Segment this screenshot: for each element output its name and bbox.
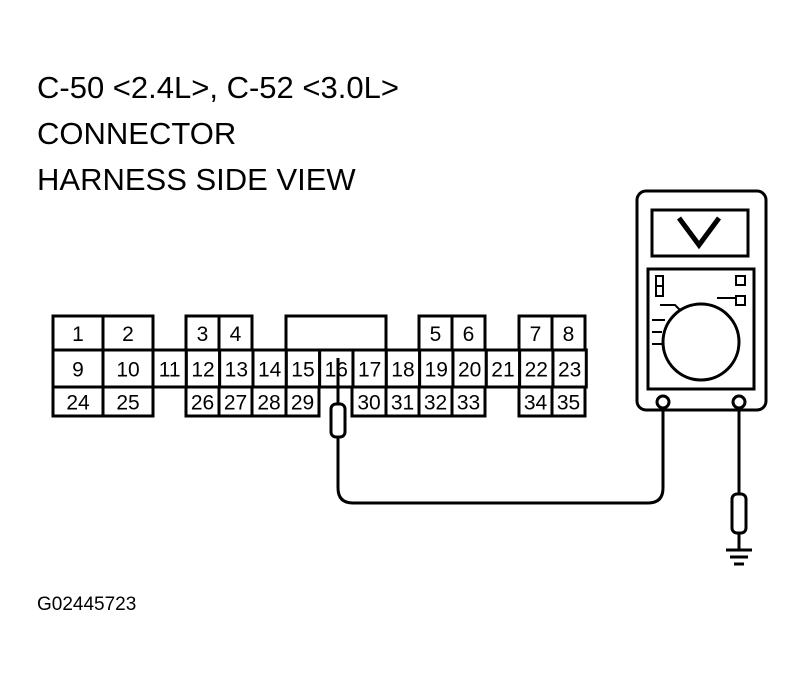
connector-pin-23: 23 (551, 348, 588, 389)
pin-number-label: 19 (425, 359, 448, 382)
pin-number-label: 7 (530, 323, 542, 346)
connector-pin-24: 24 (51, 385, 105, 418)
pin-number-label: 15 (291, 359, 314, 382)
connector-pin-35: 35 (550, 385, 587, 418)
connector-pin-4: 4 (217, 314, 254, 352)
connector-pin-30: 30 (350, 385, 388, 418)
pin-number-label: 9 (72, 359, 84, 382)
pin-number-label: 28 (257, 392, 280, 415)
connector-pin-14: 14 (251, 348, 288, 389)
figure-code: G02445723 (37, 594, 137, 615)
connector-pin-20: 20 (451, 348, 488, 389)
pin-number-label: 24 (66, 392, 90, 415)
test-wiring (336, 402, 741, 550)
connector-pin-26: 26 (184, 385, 221, 418)
pin-number-label: 17 (358, 359, 381, 382)
connector-pin-5: 5 (417, 314, 454, 352)
pin-number-label: 32 (424, 392, 447, 415)
connector-pin-7: 7 (517, 314, 554, 352)
pin-number-label: 12 (191, 359, 214, 382)
connector-pin-17: 17 (351, 348, 388, 389)
probe-wire (336, 402, 665, 505)
back-probe-icon (329, 358, 347, 439)
pin-number-label: 1 (72, 323, 84, 346)
meter-display (650, 208, 750, 258)
pin-number-label: 33 (457, 392, 480, 415)
pin-number-label: 2 (122, 323, 134, 346)
pin-number-label: 14 (258, 359, 282, 382)
pin-number-label: 31 (391, 392, 414, 415)
connector-lock-tab (284, 314, 388, 352)
pin-number-label: 29 (291, 392, 314, 415)
connector-pin-11: 11 (151, 348, 188, 389)
connector-pin-1: 1 (51, 314, 105, 352)
connector-pin-31: 31 (384, 385, 421, 418)
pin-number-label: 23 (558, 359, 581, 382)
connector-title: C-50 <2.4L>, C-52 <3.0L> (37, 70, 399, 105)
connector-pin-21: 21 (484, 348, 522, 389)
pin-number-label: 25 (116, 392, 139, 415)
pin-number-label: 6 (463, 323, 475, 346)
pin-number-label: 8 (563, 323, 575, 346)
pin-number-label: 21 (491, 359, 514, 382)
pin-number-label: 20 (458, 359, 481, 382)
pin-number-label: 3 (197, 323, 209, 346)
connector-pin-28: 28 (250, 385, 288, 418)
connector-pin-3: 3 (184, 314, 221, 352)
com-jack (655, 394, 671, 410)
multimeter-icon (635, 189, 768, 412)
voltage-glyph (676, 216, 722, 250)
volt-jack (731, 394, 747, 410)
view-label: HARNESS SIDE VIEW (37, 162, 356, 197)
pin-number-label: 34 (524, 392, 548, 415)
connector-pin-32: 32 (417, 385, 454, 418)
ground-symbol-icon (726, 548, 752, 566)
ground-probe-icon (730, 492, 748, 535)
pin-number-label: 13 (225, 359, 248, 382)
connector-pin-27: 27 (217, 385, 254, 418)
pin-number-label: 10 (116, 359, 139, 382)
pin-number-label: 11 (159, 359, 181, 382)
connector-pin-16: 16 (318, 348, 355, 389)
connector-pin-10: 10 (101, 348, 155, 389)
pin-number-label: 22 (525, 359, 548, 382)
connector-pin-13: 13 (218, 348, 255, 389)
pin-number-label: 16 (325, 359, 348, 382)
connector-pin-9: 9 (51, 348, 105, 389)
connector-pin-22: 22 (518, 348, 555, 389)
rotary-selector-dial (661, 302, 741, 382)
connector-pin-15: 15 (284, 348, 322, 389)
pin-number-label: 30 (357, 392, 380, 415)
pin-number-label: 27 (224, 392, 247, 415)
connector-pin-29: 29 (284, 385, 321, 418)
connector-pin-25: 25 (101, 385, 155, 418)
pin-number-label: 26 (191, 392, 214, 415)
connector-pin-6: 6 (450, 314, 487, 352)
pin-number-label: 5 (430, 323, 442, 346)
connector-pin-18: 18 (384, 348, 422, 389)
connector-subtitle: CONNECTOR (37, 116, 237, 151)
connector-pin-33: 33 (450, 385, 487, 418)
pin-number-label: 35 (557, 392, 580, 415)
pin-number-label: 18 (391, 359, 414, 382)
connector-pin-19: 19 (418, 348, 455, 389)
connector-pin-2: 2 (101, 314, 155, 352)
connector-pin-8: 8 (550, 314, 587, 352)
pin-number-label: 4 (230, 323, 242, 346)
connector-pin-12: 12 (184, 348, 222, 389)
connector-pin-34: 34 (517, 385, 554, 418)
